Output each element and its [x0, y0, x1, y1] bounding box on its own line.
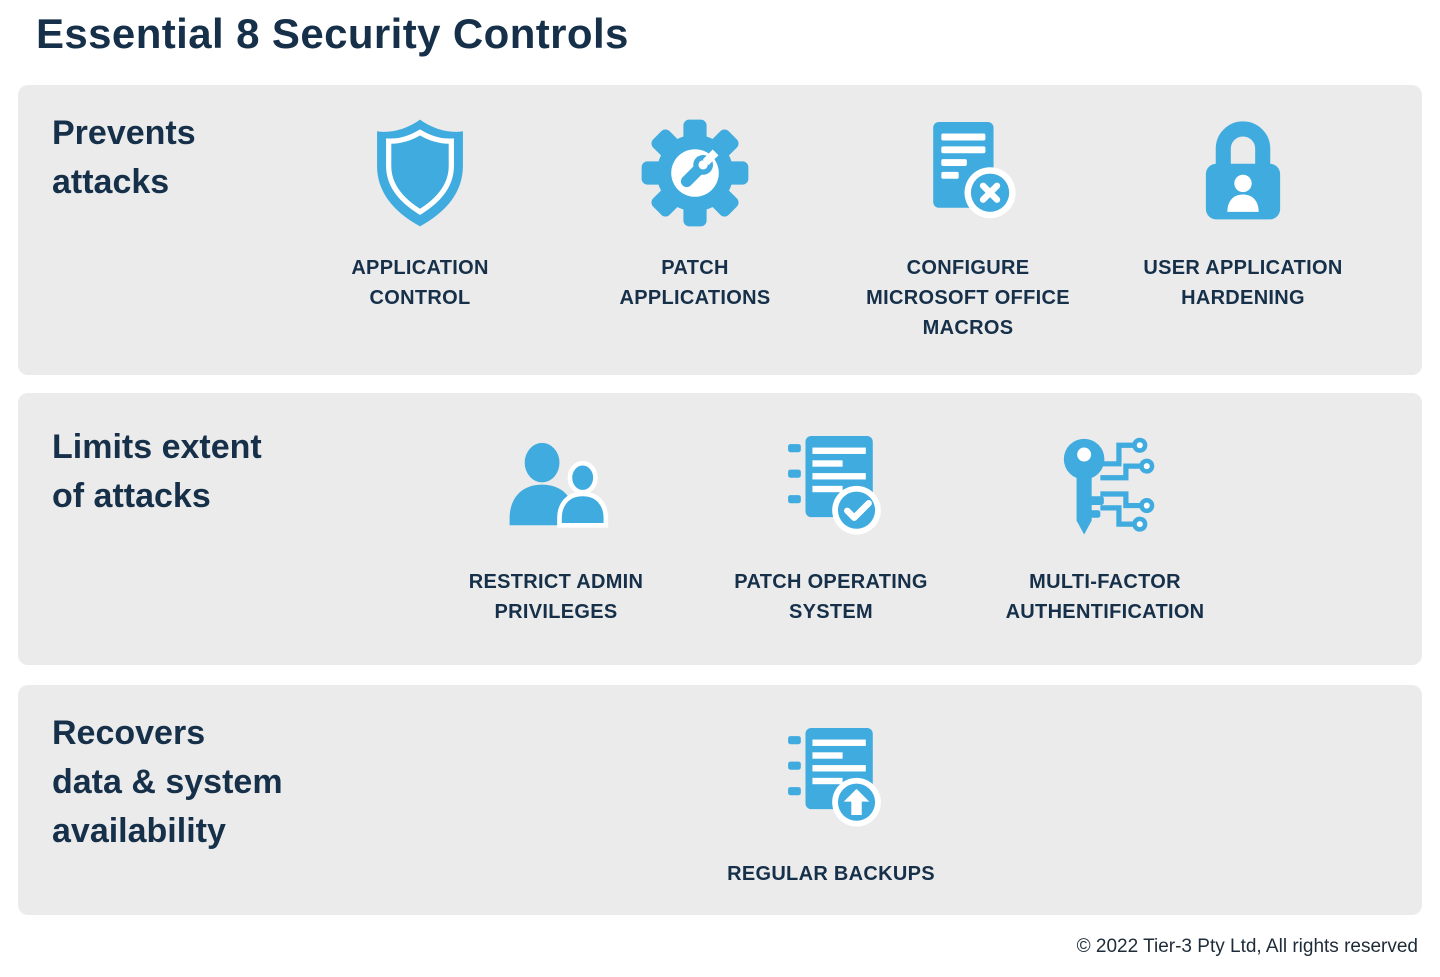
copyright-text: © 2022 Tier-3 Pty Ltd, All rights reserv… [1076, 936, 1418, 957]
item-label: MULTI-FACTOR AUTHENTIFICATION [1005, 571, 1205, 623]
item-label: PATCH OPERATING SYSTEM [734, 571, 928, 623]
server-check-icon [773, 429, 889, 545]
item-label: RESTRICT ADMIN PRIVILEGES [468, 571, 644, 623]
lock-user-icon [1185, 115, 1301, 231]
document-cancel-icon [910, 115, 1026, 231]
shield-icon [362, 115, 478, 231]
item-regular-backups: REGULAR BACKUPS [691, 721, 971, 889]
item-user-application-hardening: USER APPLICATION HARDENING [1103, 115, 1383, 313]
admin-users-icon [498, 429, 614, 545]
item-multi-factor-authentification: MULTI-FACTOR AUTHENTIFICATION [965, 429, 1245, 627]
key-circuit-icon [1047, 429, 1163, 545]
row-heading-prevents-attacks: Prevents attacks [52, 114, 196, 201]
server-backup-icon [773, 721, 889, 837]
item-label: PATCH APPLICATIONS [619, 257, 771, 309]
row-recovers-data-system: Recovers data & system availability [18, 685, 1422, 915]
item-label: CONFIGURE MICROSOFT OFFICE MACROS [866, 257, 1070, 339]
item-label: APPLICATION CONTROL [351, 257, 489, 309]
item-configure-office-macros: CONFIGURE MICROSOFT OFFICE MACROS [828, 115, 1108, 343]
item-patch-operating-system: PATCH OPERATING SYSTEM [691, 429, 971, 627]
row-heading-limits-extent: Limits extent of attacks [52, 428, 262, 515]
row-prevents-attacks: Prevents attacks APPLICATION CONTROL [18, 85, 1422, 375]
item-patch-applications: PATCH APPLICATIONS [555, 115, 835, 313]
item-restrict-admin-privileges: RESTRICT ADMIN PRIVILEGES [416, 429, 696, 627]
row-limits-extent-of-attacks: Limits extent of attacks RESTRICT ADMIN … [18, 393, 1422, 665]
gear-wrench-icon [637, 115, 753, 231]
row-heading-recovers: Recovers data & system availability [52, 714, 283, 850]
item-application-control: APPLICATION CONTROL [280, 115, 560, 313]
item-label: REGULAR BACKUPS [727, 863, 935, 885]
item-label: USER APPLICATION HARDENING [1143, 257, 1343, 309]
page-title: Essential 8 Security Controls [36, 10, 629, 57]
